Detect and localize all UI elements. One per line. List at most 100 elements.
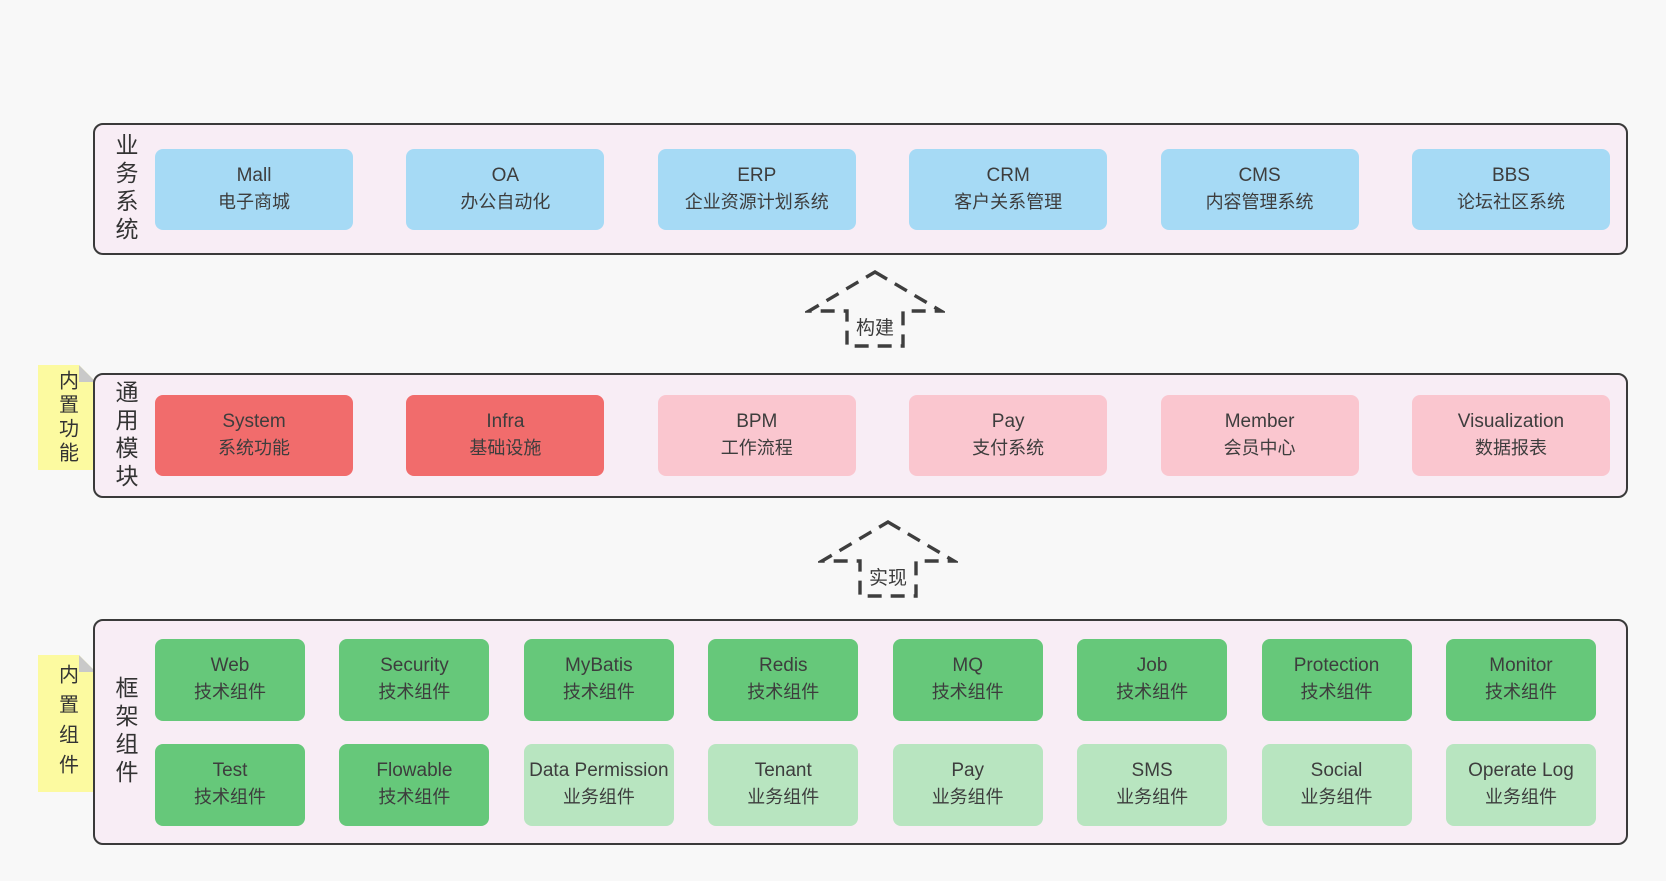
box-desc: 办公自动化 — [460, 191, 551, 212]
box-visualization: Visualization 数据报表 — [1411, 395, 1610, 476]
box-name: Redis — [758, 655, 808, 677]
box-desc: 论坛社区系统 — [1456, 191, 1565, 212]
build-arrow-icon: 构建 — [805, 269, 945, 349]
box-name: OA — [491, 164, 520, 186]
box-protection: Protection 技术组件 — [1261, 638, 1412, 721]
section-label-modules: 通用模块 — [95, 375, 155, 496]
implement-arrow-icon: 实现 — [818, 519, 958, 599]
box-desc: 业务组件 — [1116, 787, 1189, 808]
box-monitor: Monitor 技术组件 — [1445, 638, 1596, 721]
sticky-note-label: 内置组件 — [55, 663, 78, 784]
box-desc: 会员中心 — [1223, 438, 1296, 459]
box-job: Job 技术组件 — [1077, 638, 1228, 721]
box-desc: 技术组件 — [1484, 682, 1557, 703]
box-name: Security — [380, 655, 449, 677]
sticky-note-built-in-features: 内置功能 — [38, 365, 96, 470]
box-desc: 支付系统 — [972, 438, 1045, 459]
box-infra: Infra 基础设施 — [406, 395, 605, 476]
box-name: MQ — [952, 655, 983, 677]
box-name: Infra — [486, 411, 525, 433]
box-desc: 技术组件 — [747, 682, 820, 703]
box-member: Member 会员中心 — [1160, 395, 1359, 476]
box-name: Member — [1224, 411, 1295, 433]
box-redis: Redis 技术组件 — [708, 638, 859, 721]
box-desc: 业务组件 — [931, 787, 1004, 808]
box-oa: OA 办公自动化 — [406, 148, 605, 230]
box-desc: 数据报表 — [1474, 438, 1547, 459]
box-name: Visualization — [1457, 411, 1565, 433]
box-name: Pay — [991, 411, 1025, 433]
build-arrow-label: 构建 — [853, 313, 897, 340]
box-name: Data Permission — [529, 760, 669, 782]
box-system: System 系统功能 — [155, 395, 353, 476]
box-desc: 业务组件 — [1300, 787, 1373, 808]
box-desc: 业务组件 — [562, 787, 635, 808]
box-desc: 系统功能 — [218, 438, 290, 459]
box-name: MyBatis — [565, 655, 633, 677]
box-desc: 技术组件 — [1116, 682, 1189, 703]
sticky-note-label: 内置功能 — [55, 369, 78, 466]
box-name: ERP — [737, 164, 777, 186]
box-name: CRM — [986, 164, 1030, 186]
box-name: Pay — [951, 760, 985, 782]
sticky-note-built-in-components: 内置组件 — [38, 655, 96, 792]
section-label-framework: 框架组件 — [95, 621, 155, 843]
box-name: Web — [210, 655, 250, 677]
implement-arrow-label: 实现 — [866, 563, 910, 590]
box-name: System — [222, 411, 286, 433]
box-name: BBS — [1491, 164, 1530, 186]
section-label-text: 通用模块 — [112, 379, 138, 492]
box-pay: Pay 业务组件 — [892, 743, 1043, 826]
box-name: Monitor — [1489, 655, 1553, 677]
box-name: Protection — [1293, 655, 1380, 677]
box-desc: 业务组件 — [747, 787, 820, 808]
section-label-business: 业务系统 — [95, 125, 155, 253]
box-desc: 内容管理系统 — [1205, 191, 1314, 212]
box-desc: 电子商城 — [218, 191, 290, 212]
box-desc: 技术组件 — [378, 787, 451, 808]
dashed-up-arrow-icon — [805, 270, 945, 348]
box-crm: CRM 客户关系管理 — [909, 148, 1108, 230]
box-desc: 客户关系管理 — [954, 191, 1063, 212]
box-flowable: Flowable 技术组件 — [339, 743, 490, 826]
box-desc: 技术组件 — [931, 682, 1004, 703]
box-name: BPM — [736, 411, 778, 433]
dashed-up-arrow-icon — [818, 520, 958, 598]
box-social: Social 业务组件 — [1261, 743, 1412, 826]
box-name: Flowable — [376, 760, 453, 782]
box-name: Job — [1136, 655, 1168, 677]
box-tenant: Tenant 业务组件 — [708, 743, 859, 826]
section-label-text: 框架组件 — [112, 676, 138, 788]
box-desc: 技术组件 — [194, 787, 266, 808]
box-bbs: BBS 论坛社区系统 — [1411, 148, 1610, 230]
box-name: Operate Log — [1468, 760, 1574, 782]
box-name: Social — [1310, 760, 1363, 782]
box-data-permission: Data Permission 业务组件 — [523, 743, 674, 826]
box-erp: ERP 企业资源计划系统 — [657, 148, 856, 230]
box-name: Tenant — [754, 760, 812, 782]
box-name: CMS — [1238, 164, 1281, 186]
box-desc: 技术组件 — [562, 682, 635, 703]
box-web: Web 技术组件 — [155, 638, 305, 721]
box-desc: 企业资源计划系统 — [684, 191, 829, 212]
box-desc: 技术组件 — [1300, 682, 1373, 703]
box-cms: CMS 内容管理系统 — [1160, 148, 1359, 230]
box-desc: 基础设施 — [469, 438, 542, 459]
box-mybatis: MyBatis 技术组件 — [523, 638, 674, 721]
box-desc: 技术组件 — [194, 682, 266, 703]
section-label-text: 业务系统 — [112, 133, 138, 245]
